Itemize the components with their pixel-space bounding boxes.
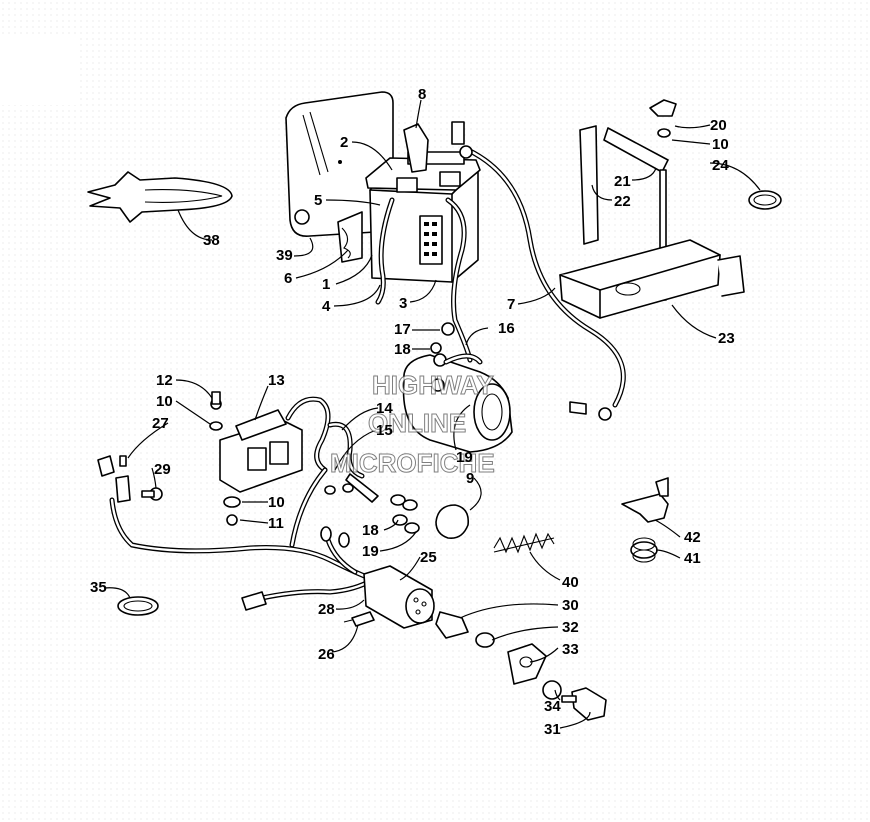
watermark-line3: MICROFICHE: [330, 448, 495, 478]
wing-nut: [649, 99, 677, 138]
callout-23: 21: [614, 173, 631, 190]
fuse-holder: [343, 611, 375, 627]
callout-35: 33: [562, 641, 579, 658]
battery-pad: [337, 211, 363, 263]
battery-strap-parts: [579, 125, 669, 301]
callout-14: 14: [376, 400, 393, 417]
callout-15: 15: [376, 422, 393, 439]
regulator-bracket: [210, 391, 303, 493]
callout-26: 24: [712, 157, 729, 174]
callout-2: 2: [340, 134, 348, 151]
callout-39: 39: [276, 247, 293, 264]
callout-36: 34: [544, 698, 561, 715]
callout-labels: 8 2 5 39 6 1 4 3 38 7 16 17 18 20 10 24 …: [90, 86, 735, 738]
watermark-line1: HIGHWAY: [372, 370, 494, 400]
callout-38: 38: [203, 232, 220, 249]
callout-10-mid: 10: [156, 393, 173, 410]
callout-37: 35: [90, 579, 107, 596]
connector-28: [97, 455, 131, 503]
retainer-ring: [475, 632, 495, 648]
callout-10-low: 10: [268, 494, 285, 511]
mount-bracket: [621, 477, 669, 523]
callout-25: 23: [718, 330, 735, 347]
hose-clamp: [748, 190, 782, 210]
starter-solenoid: [402, 353, 513, 453]
callout-11: 11: [268, 515, 284, 532]
harness-loop: [285, 396, 365, 479]
flame-decal: [87, 171, 233, 223]
callout-33: 31: [544, 721, 561, 738]
watermark-line2: ONLINE: [368, 408, 466, 438]
callout-6: 6: [284, 270, 292, 287]
coil-clamp: [630, 537, 658, 563]
callout-40: 40: [562, 574, 579, 591]
callout-28: 27: [152, 415, 169, 432]
callout-4: 4: [322, 298, 331, 315]
solenoid-boot: [435, 504, 470, 540]
callout-13: 13: [268, 372, 285, 389]
callout-16: 18: [362, 522, 379, 539]
switch-plate: [507, 643, 547, 685]
ignition-switch: [363, 565, 469, 639]
callout-31: 29: [154, 461, 171, 478]
callout-24: 22: [614, 193, 631, 210]
ignition-key: [561, 687, 607, 721]
battery-cables: [375, 197, 473, 363]
callout-41: 41: [684, 550, 701, 567]
callout-29: 26: [318, 646, 335, 663]
corner-block: [0, 35, 78, 105]
cable-tie: [117, 596, 159, 616]
callout-5: 5: [314, 192, 322, 209]
switch-nut: [542, 680, 562, 700]
callout-9: 9: [466, 470, 474, 487]
callout-17: 19: [362, 543, 379, 560]
callout-42: 42: [684, 529, 701, 546]
screw-31: [141, 487, 163, 501]
callout-18: 16: [498, 320, 515, 337]
watermark: HIGHWAY ONLINE MICROFICHE: [330, 370, 496, 479]
callout-20: 18: [394, 341, 411, 358]
callout-30: 28: [318, 601, 335, 618]
hardware-washers: [209, 421, 420, 534]
callout-3: 3: [399, 295, 407, 312]
nut-19: [441, 322, 455, 336]
wiring-harness: [109, 467, 378, 611]
callout-1: 1: [322, 276, 330, 293]
callout-27: 25: [420, 549, 437, 566]
callout-7: 7: [507, 296, 515, 313]
callout-8: 8: [418, 86, 426, 103]
callout-12: 12: [156, 372, 173, 389]
battery-tray: [559, 239, 745, 319]
callout-10-top: 10: [712, 136, 729, 153]
terminal-boot: [403, 123, 429, 173]
callout-32: 30: [562, 597, 579, 614]
callout-34: 32: [562, 619, 579, 636]
callout-19: 17: [394, 321, 411, 338]
callout-22: 20: [710, 117, 727, 134]
positive-cable: [451, 121, 626, 421]
nut-20: [430, 342, 442, 354]
callout-21: 19: [456, 449, 473, 466]
leader-lines: [103, 99, 761, 729]
spring: [493, 532, 555, 554]
